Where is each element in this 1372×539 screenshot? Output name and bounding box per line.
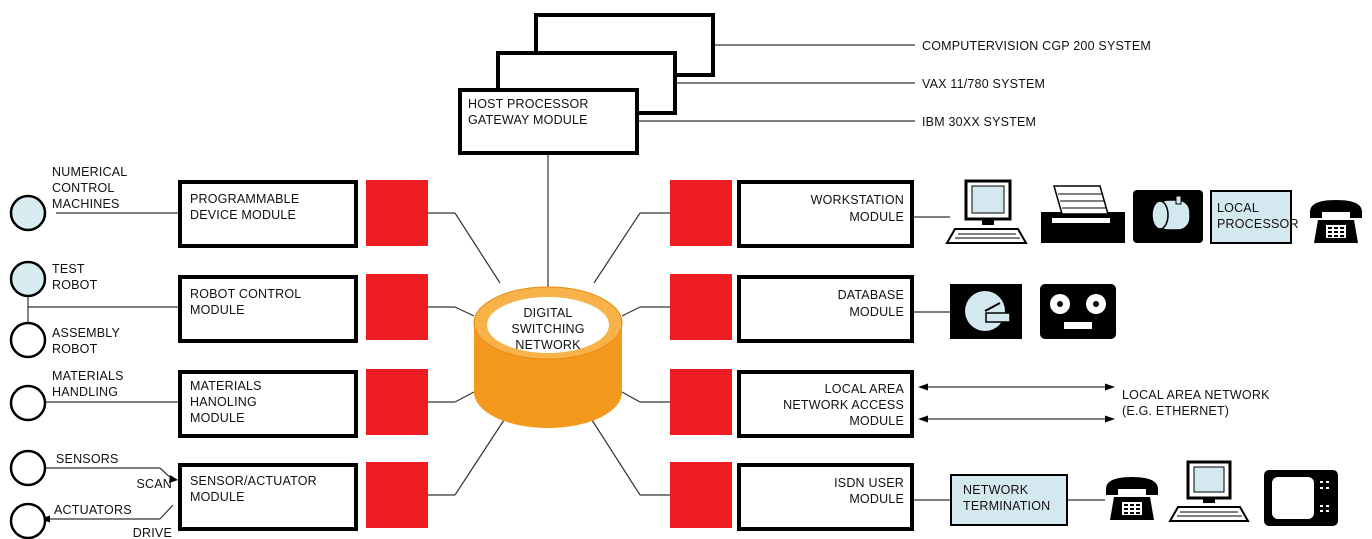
- local-processor-label-2: PROCESSOR: [1217, 217, 1299, 231]
- materials-handling-module: [178, 370, 358, 438]
- assembly-robot-icon: [9, 321, 47, 359]
- actuators-label: ACTUATORS: [54, 503, 132, 517]
- tape-reels-icon: [1040, 284, 1116, 339]
- test-robot-icon: [9, 260, 47, 298]
- left-module-2-line-1: ROBOT CONTROL: [190, 287, 301, 301]
- robot-control-module: [178, 275, 358, 343]
- interface-block-right-2: [670, 274, 732, 340]
- left-module-1-line-1: PROGRAMMABLE: [190, 192, 299, 206]
- host-module-label-2: GATEWAY MODULE: [468, 113, 588, 127]
- left-modules: PROGRAMMABLE DEVICE MODULE ROBOT CONTROL…: [178, 180, 358, 531]
- right-module-4-line-1: ISDN USER: [834, 476, 904, 490]
- workstation-devices: LOCAL PROCESSOR: [945, 179, 1362, 244]
- telephone-icon: [1106, 477, 1158, 520]
- right-module-2-line-2: MODULE: [849, 305, 904, 319]
- test-robot-label-2: ROBOT: [52, 278, 98, 292]
- digital-switching-network: DIGITAL SWITCHING NETWORK: [473, 286, 623, 428]
- left-module-4-line-2: MODULE: [190, 490, 245, 504]
- sensors-label: SENSORS: [56, 452, 119, 466]
- lan-label-2: (E.G. ETHERNET): [1122, 404, 1229, 418]
- workstation-module: [737, 180, 914, 248]
- disk-drive-icon: [1133, 190, 1203, 243]
- left-module-3-line-1: MATERIALS: [190, 379, 262, 393]
- isdn-devices: NETWORK TERMINATION: [950, 460, 1338, 526]
- connector-lines: [27, 44, 1115, 523]
- network-termination-label-2: TERMINATION: [963, 499, 1050, 513]
- materials-handling-label-2: HANDLING: [52, 385, 118, 399]
- scan-label: SCAN: [136, 477, 172, 491]
- left-module-1-line-2: DEVICE MODULE: [190, 208, 296, 222]
- interface-blocks: [366, 180, 732, 528]
- right-modules: WORKSTATION MODULE DATABASE MODULE LOCAL…: [737, 180, 914, 531]
- database-module: [737, 275, 914, 343]
- isdn-user-module: [737, 463, 914, 531]
- hub-label-1: DIGITAL: [523, 306, 572, 320]
- terminal-icon: [1168, 460, 1250, 522]
- host-module-label-1: HOST PROCESSOR: [468, 97, 589, 111]
- right-module-1-line-1: WORKSTATION: [811, 193, 904, 207]
- actuator-icon: [9, 502, 47, 539]
- sensor-icon: [9, 449, 47, 487]
- right-module-3-line-3: MODULE: [849, 414, 904, 428]
- nc-label-3: MACHINES: [52, 197, 120, 211]
- right-module-3-line-2: NETWORK ACCESS: [783, 398, 904, 412]
- assembly-robot-label-1: ASSEMBLY: [52, 326, 121, 340]
- left-devices: NUMERICAL CONTROL MACHINES TEST ROBOT AS…: [9, 165, 172, 539]
- interface-block-right-3: [670, 369, 732, 435]
- materials-handling-label-1: MATERIALS: [52, 369, 124, 383]
- host-systems: COMPUTERVISION CGP 200 SYSTEM VAX 11/780…: [922, 39, 1151, 129]
- printer-icon: [1041, 185, 1125, 243]
- right-module-3-line-1: LOCAL AREA: [825, 382, 905, 396]
- left-module-3-line-3: MODULE: [190, 411, 245, 425]
- right-module-1-line-2: MODULE: [849, 210, 904, 224]
- network-termination-label-1: NETWORK: [963, 483, 1029, 497]
- host-processor-stack: HOST PROCESSOR GATEWAY MODULE: [458, 13, 715, 155]
- disk-icon: [950, 284, 1022, 339]
- interface-block-right-1: [670, 180, 732, 246]
- hub-label-3: NETWORK: [515, 338, 581, 352]
- left-module-3-line-2: HANOLING: [190, 395, 257, 409]
- terminal-icon: [945, 179, 1028, 244]
- assembly-robot-label-2: ROBOT: [52, 342, 98, 356]
- nc-label-2: CONTROL: [52, 181, 115, 195]
- monitor-icon: [1264, 470, 1338, 526]
- interface-block-left-1: [366, 180, 428, 246]
- test-robot-label-1: TEST: [52, 262, 85, 276]
- interface-block-left-4: [366, 462, 428, 528]
- interface-block-right-4: [670, 462, 732, 528]
- programmable-device-module: [178, 180, 358, 248]
- left-module-2-line-2: MODULE: [190, 303, 245, 317]
- sensor-actuator-module: [178, 463, 358, 531]
- lan-access-module: [737, 370, 914, 438]
- system-ibm: IBM 30XX SYSTEM: [922, 115, 1036, 129]
- right-module-2-line-1: DATABASE: [838, 288, 904, 302]
- right-module-4-line-2: MODULE: [849, 492, 904, 506]
- interface-block-left-3: [366, 369, 428, 435]
- network-termination-box: [950, 474, 1068, 526]
- host-gateway-module: [458, 88, 639, 155]
- interface-block-left-2: [366, 274, 428, 340]
- drive-label: DRIVE: [133, 526, 172, 539]
- system-computervision: COMPUTERVISION CGP 200 SYSTEM: [922, 39, 1151, 53]
- system-vax: VAX 11/780 SYSTEM: [922, 77, 1045, 91]
- materials-handling-icon: [9, 384, 47, 422]
- local-processor-label-1: LOCAL: [1217, 201, 1259, 215]
- hub-label-2: SWITCHING: [511, 322, 584, 336]
- nc-label-1: NUMERICAL: [52, 165, 127, 179]
- telephone-icon: [1310, 200, 1362, 243]
- nc-machine-icon: [9, 194, 47, 232]
- local-processor-box: [1210, 190, 1292, 244]
- lan-label-1: LOCAL AREA NETWORK: [1122, 388, 1270, 402]
- database-devices: [950, 284, 1116, 339]
- lan-labels: LOCAL AREA NETWORK (E.G. ETHERNET): [1122, 388, 1270, 418]
- left-module-4-line-1: SENSOR/ACTUATOR: [190, 474, 317, 488]
